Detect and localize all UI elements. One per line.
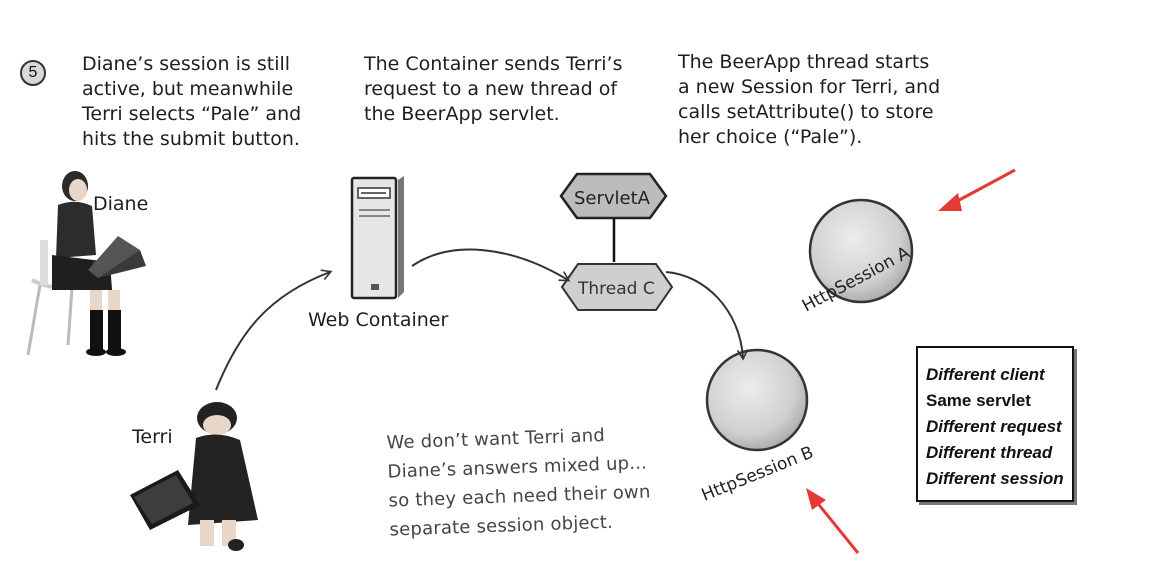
servlet-node bbox=[559, 172, 668, 220]
terri-label: Terri bbox=[132, 426, 173, 448]
beerapp-caption: The BeerApp thread starts a new Session … bbox=[678, 50, 940, 150]
container-to-thread-arrow bbox=[411, 248, 571, 282]
separation-note: We don’t want Terri and Diane’s answers … bbox=[386, 419, 652, 544]
step-number-badge: 5 bbox=[20, 60, 46, 86]
container-caption-line: request to a new thread of bbox=[364, 78, 618, 100]
red-arrow-session-a bbox=[938, 168, 1016, 211]
step-caption-line: Terri selects “Pale” and bbox=[82, 103, 302, 125]
servlet-label: ServletA bbox=[574, 188, 651, 209]
step-caption-line: hits the submit button. bbox=[82, 128, 300, 150]
container-caption: The Container sends Terri’s request to a… bbox=[364, 52, 622, 127]
thread-to-session-arrow bbox=[665, 271, 749, 361]
beerapp-caption-line: The BeerApp thread starts bbox=[678, 51, 930, 73]
summary-different-thread: Different thread bbox=[926, 443, 1053, 462]
summary-same-servlet: Same servlet bbox=[926, 391, 1031, 410]
thread-label: Thread C bbox=[577, 279, 655, 299]
diane-figure bbox=[26, 171, 146, 356]
container-caption-line: the BeerApp servlet. bbox=[364, 103, 560, 125]
step-caption-line: Diane’s session is still bbox=[82, 53, 291, 75]
beerapp-caption-line: a new Session for Terri, and bbox=[678, 76, 941, 98]
terri-to-container-arrow bbox=[215, 269, 333, 391]
summary-different-request: Different request bbox=[926, 417, 1062, 436]
step-caption-line: active, but meanwhile bbox=[82, 78, 294, 100]
httpsession-b-label: HttpSession B bbox=[699, 443, 817, 506]
terri-figure bbox=[130, 402, 258, 551]
web-container-server-icon bbox=[350, 176, 404, 300]
container-caption-line: The Container sends Terri’s bbox=[364, 53, 623, 75]
summary-box: Different client Same servlet Different … bbox=[916, 346, 1074, 502]
step-caption: Diane’s session is still active, but mea… bbox=[82, 52, 301, 152]
summary-different-client: Different client bbox=[926, 365, 1045, 384]
httpsession-a-sphere bbox=[808, 198, 914, 304]
beerapp-caption-line: her choice (“Pale”). bbox=[678, 126, 863, 148]
web-container-label: Web Container bbox=[308, 309, 449, 331]
red-arrow-session-b bbox=[806, 488, 860, 554]
diane-label: Diane bbox=[93, 193, 149, 215]
thread-node bbox=[560, 263, 674, 311]
summary-different-session: Different session bbox=[926, 469, 1064, 488]
beerapp-caption-line: calls setAttribute() to store bbox=[678, 101, 934, 123]
httpsession-b-sphere bbox=[705, 348, 809, 452]
